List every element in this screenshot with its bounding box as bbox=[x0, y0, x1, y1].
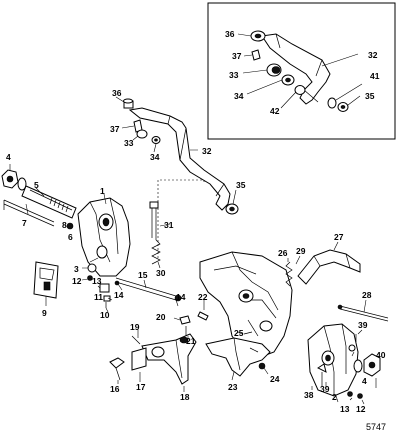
lower-linkage bbox=[109, 315, 197, 392]
inset-callout-35: 35 bbox=[365, 91, 375, 101]
callout-4: 4 bbox=[6, 152, 11, 162]
tilt-lock-lever-27 bbox=[297, 241, 361, 285]
callouts: 36 37 33 34 32 35 4 5 7 6 1 8 31 30 3 12… bbox=[6, 88, 386, 414]
shift-lever-assembly bbox=[115, 96, 239, 260]
bracket-23 bbox=[205, 337, 271, 377]
callout-1: 1 bbox=[100, 186, 105, 196]
callout-9: 9 bbox=[42, 308, 47, 318]
callout-10: 10 bbox=[100, 310, 110, 320]
bushing-40 bbox=[348, 344, 356, 352]
spacer-11 bbox=[103, 295, 111, 302]
figure-reference-number: 5747 bbox=[366, 422, 386, 432]
callout-2: 2 bbox=[332, 392, 337, 402]
inset-detail: 36 37 32 41 33 35 34 42 bbox=[207, 2, 396, 140]
clamp-bracket-2 bbox=[307, 323, 381, 405]
callout-7: 7 bbox=[22, 218, 27, 228]
screw-3 bbox=[87, 263, 97, 273]
inset-callout-42: 42 bbox=[270, 106, 280, 116]
callout-39: 39 bbox=[358, 320, 368, 330]
callout-28: 28 bbox=[362, 290, 372, 300]
callout-12b: 12 bbox=[356, 404, 366, 414]
inset-callout-34: 34 bbox=[234, 91, 244, 101]
tilt-tube bbox=[21, 185, 77, 219]
callout-26: 26 bbox=[278, 248, 288, 258]
callout-18: 18 bbox=[180, 392, 190, 402]
callout-35: 35 bbox=[236, 180, 246, 190]
callout-17: 17 bbox=[136, 382, 146, 392]
washer-6 bbox=[353, 359, 363, 373]
callout-14b: 14 bbox=[176, 292, 186, 302]
callout-14: 14 bbox=[114, 290, 124, 300]
callout-6b: 4 bbox=[362, 376, 367, 386]
callout-3: 3 bbox=[74, 264, 79, 274]
callout-20: 20 bbox=[156, 312, 166, 322]
swivel-bracket-1 bbox=[77, 193, 131, 277]
callout-24: 24 bbox=[270, 374, 280, 384]
tilt-lock-bracket-23 bbox=[205, 337, 271, 381]
tilt-tube-assembly bbox=[1, 164, 77, 230]
callout-38: 38 bbox=[304, 390, 314, 400]
inset-washer-41 bbox=[327, 97, 337, 109]
rod-28 bbox=[337, 299, 389, 322]
inset-callout-32: 32 bbox=[368, 50, 378, 60]
callout-6: 6 bbox=[68, 232, 73, 242]
spring-26 bbox=[285, 261, 293, 287]
inset-callout-33: 33 bbox=[229, 70, 239, 80]
screw-39-lower bbox=[317, 363, 327, 373]
callout-13: 13 bbox=[92, 276, 102, 286]
nut-8 bbox=[66, 222, 74, 230]
inset-callout-41: 41 bbox=[370, 71, 380, 81]
washer-13-right bbox=[347, 391, 353, 397]
callout-16: 16 bbox=[110, 384, 120, 394]
shift-rod-31 bbox=[149, 201, 171, 269]
callout-37: 37 bbox=[110, 124, 120, 134]
clamp-rod-7 bbox=[3, 199, 55, 227]
callout-25: 25 bbox=[234, 328, 244, 338]
bushing-33 bbox=[136, 129, 148, 139]
pin-20 bbox=[179, 315, 191, 325]
callout-19: 19 bbox=[130, 322, 140, 332]
spring-30 bbox=[151, 239, 161, 265]
link-18 bbox=[141, 333, 197, 385]
link-17 bbox=[131, 347, 147, 371]
callout-5: 5 bbox=[34, 180, 39, 190]
transom-bracket-center bbox=[197, 251, 301, 359]
callout-29: 29 bbox=[296, 246, 306, 256]
plate-9 bbox=[33, 261, 59, 299]
pin-25 bbox=[243, 331, 253, 335]
bracket-plate bbox=[77, 197, 131, 277]
callout-8: 8 bbox=[62, 220, 67, 230]
pin-19 bbox=[131, 335, 141, 345]
callout-30: 30 bbox=[156, 268, 166, 278]
inset-bushing-42 bbox=[294, 85, 306, 95]
callout-39b: 39 bbox=[320, 384, 330, 394]
callout-15: 15 bbox=[138, 270, 148, 280]
washer-12 bbox=[87, 275, 93, 281]
callout-13b: 13 bbox=[340, 404, 350, 414]
tilt-lever bbox=[297, 249, 361, 285]
washer-24 bbox=[258, 362, 266, 370]
inset-lever-arm bbox=[261, 33, 331, 105]
shaft-15 bbox=[115, 277, 182, 307]
callout-31: 31 bbox=[164, 220, 174, 230]
callout-34: 34 bbox=[150, 152, 160, 162]
small-hardware-left bbox=[33, 261, 123, 313]
callout-40: 40 bbox=[376, 350, 386, 360]
washer-12-right bbox=[357, 393, 363, 399]
callout-22: 22 bbox=[198, 292, 208, 302]
callout-33: 33 bbox=[124, 138, 134, 148]
inset-screw bbox=[251, 49, 261, 61]
pin-22 bbox=[197, 311, 209, 321]
callout-11: 11 bbox=[94, 292, 103, 302]
callout-12: 12 bbox=[72, 276, 82, 286]
screw-16 bbox=[109, 357, 125, 369]
callout-21: 21 bbox=[186, 336, 196, 346]
callout-23: 23 bbox=[228, 382, 238, 392]
callout-32: 32 bbox=[202, 146, 212, 156]
inset-callout-37: 37 bbox=[232, 51, 242, 61]
inset-callout-36: 36 bbox=[225, 29, 235, 39]
callout-36: 36 bbox=[112, 88, 122, 98]
callout-27: 27 bbox=[334, 232, 344, 242]
